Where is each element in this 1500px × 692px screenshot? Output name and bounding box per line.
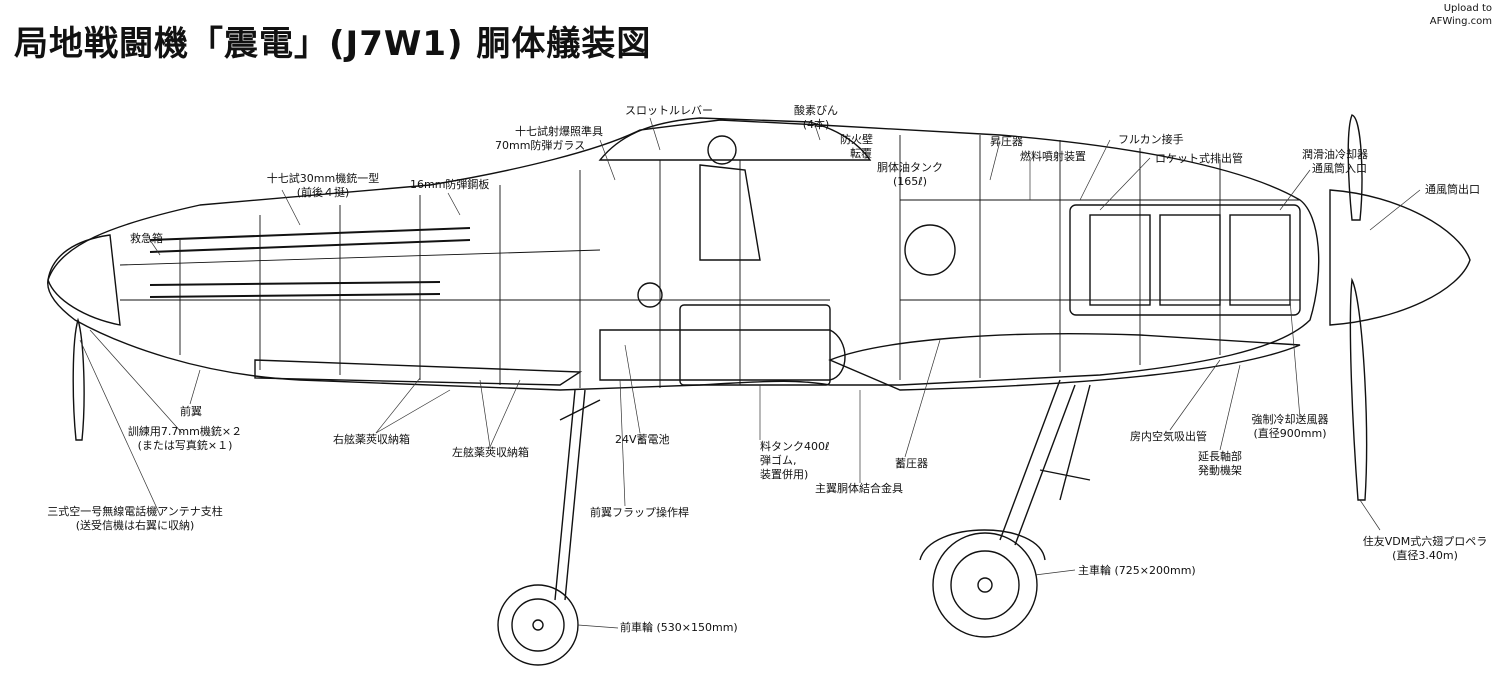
label-accumulator: 蓄圧器	[895, 457, 928, 470]
label-fuselage-fuel-tank: 胴体油タンク (165ℓ)	[870, 161, 950, 189]
label-fulcan-joint: フルカン接手	[1118, 133, 1184, 146]
nose-gear	[497, 389, 601, 666]
main-wheel	[932, 532, 1038, 638]
label-oxygen-bottle-count: (4本)	[802, 118, 830, 131]
label-extension-shaft-name: 延長軸部	[1198, 450, 1242, 463]
page-title: 局地戦闘機「震電」(J7W1) 胴体艤装図	[14, 24, 652, 64]
label-wing-fitting: 主翼胴体結合金具	[815, 482, 903, 495]
label-canard-flap-rod: 前翼フラップ操作桿	[590, 506, 689, 519]
label-fuel-tank: 料タンク400ℓ 弾ゴム, 装置併用)	[760, 440, 830, 482]
label-radio-mast: 三式空一号無線電話機アンテナ支柱 (送受信機は右翼に収納)	[30, 505, 240, 533]
label-cooling-fan-size: (直径900mm)	[1253, 427, 1327, 440]
canard-surface	[254, 359, 583, 386]
fuselage-outline	[47, 119, 1320, 391]
label-nose-wheel: 前車輪 (530×150mm)	[620, 621, 738, 634]
pilot-head	[707, 135, 737, 165]
label-vent-inlet: 通風筒入口	[1312, 162, 1367, 175]
label-cannon: 十七試30mm機銃一型 (前後４挺)	[258, 172, 388, 200]
spinner	[1329, 189, 1471, 326]
label-gunsight: 十七試射爆照準具	[515, 125, 603, 138]
propeller-blade-top	[1347, 114, 1363, 221]
label-cannon-count: (前後４挺)	[296, 186, 350, 199]
watermark: Upload to AFWing.com	[1430, 2, 1492, 28]
label-fuel-tank-rubber: 弾ゴム,	[760, 454, 797, 467]
label-fuselage-fuel-tank-name: 胴体油タンク	[877, 161, 943, 174]
label-fire-wall: 防火壁	[840, 133, 873, 146]
label-cooling-fan: 強制冷却送風器 (直径900mm)	[1240, 413, 1340, 441]
propeller-blade-bottom	[1349, 277, 1368, 501]
label-extension-shaft: 延長軸部 発動機架	[1190, 450, 1250, 478]
label-engine-mount: 発動機架	[1198, 464, 1242, 477]
label-bulletproof-glass: 70mm防弾ガラス	[495, 139, 586, 152]
label-main-wheel: 主車輪 (725×200mm)	[1078, 564, 1196, 577]
label-fuel-injector: 燃料噴射装置	[1020, 150, 1086, 163]
wing-root	[828, 333, 1301, 391]
label-cooling-fan-name: 強制冷却送風器	[1251, 413, 1329, 426]
label-propeller-name: 住友VDM式六翅プロペラ	[1362, 535, 1488, 548]
label-radio-note: (送受信機は右翼に収納)	[75, 519, 195, 532]
engine-block	[1069, 204, 1301, 316]
label-left-shell-box: 左舷薬莢収納箱	[452, 446, 529, 459]
watermark-line-2: AFWing.com	[1429, 16, 1492, 27]
label-fuel-tank-name: 料タンク400ℓ	[760, 440, 830, 453]
canard-blade	[72, 317, 85, 441]
label-cabin-air-intake: 房内空気吸出管	[1130, 430, 1207, 443]
label-cannon-name: 十七試30mm機銃一型	[266, 172, 380, 185]
label-compressor: 昇圧器	[990, 135, 1023, 148]
main-fuel-tank	[679, 304, 831, 386]
canopy	[598, 117, 872, 161]
label-propeller: 住友VDM式六翅プロペラ (直径3.40m)	[1355, 535, 1495, 563]
label-oxygen-bottle-name: 酸素びん	[794, 104, 838, 117]
label-battery: 24V蓄電池	[615, 433, 670, 446]
label-vent-outlet: 通風筒出口	[1425, 183, 1480, 196]
label-training-gun-name: 訓練用7.7mm機銃×２	[127, 425, 243, 438]
label-rollover: 転覆	[850, 147, 872, 160]
label-rocket-exhaust: ロケット式排出管	[1155, 152, 1243, 165]
label-armor-plate: 16mm防弾鋼板	[410, 178, 490, 191]
watermark-line-1: Upload to	[1443, 3, 1492, 14]
label-first-aid: 救急箱	[130, 232, 163, 245]
nose-wheel	[497, 584, 579, 666]
label-training-gun: 訓練用7.7mm機銃×２ (または写真銃×１)	[110, 425, 260, 453]
nose-cone	[47, 234, 121, 326]
main-gear	[919, 379, 1091, 638]
label-fuselage-fuel-tank-capacity: (165ℓ)	[892, 175, 928, 188]
label-canard: 前翼	[180, 405, 202, 418]
label-radio-mast-name: 三式空一号無線電話機アンテナ支柱	[47, 505, 223, 518]
label-propeller-size: (直径3.40m)	[1392, 549, 1458, 562]
label-right-shell-box: 右舷薬莢収納箱	[333, 433, 410, 446]
label-oil-cooler: 潤滑油冷却器	[1302, 148, 1368, 161]
label-training-gun-alt: (または写真銃×１)	[137, 439, 233, 452]
label-throttle-lever: スロットルレバー	[625, 104, 713, 117]
label-fuel-tank-note: 装置併用)	[760, 468, 809, 481]
label-oxygen-bottle: 酸素びん (4本)	[786, 104, 846, 132]
